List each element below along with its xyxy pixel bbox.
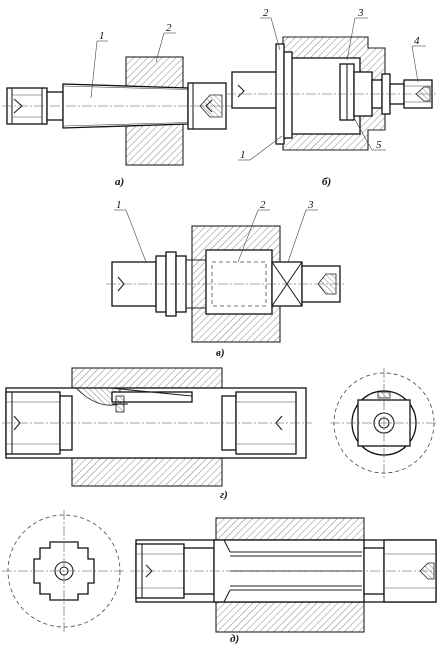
figure-d: д): [2, 510, 437, 645]
figure-g: г): [2, 367, 437, 501]
figure-b: 2 3 4 1 5 б): [226, 7, 436, 188]
leader-label-v3: 3: [307, 199, 314, 211]
leader-label-b3: 3: [357, 7, 364, 19]
figure-v: 1 2 3 в): [106, 199, 346, 359]
caption-d: д): [230, 633, 239, 645]
figure-a: 1 2 а): [2, 22, 232, 188]
housing-top: [72, 368, 222, 388]
caption-g: г): [220, 489, 228, 501]
leader-label-b4: 4: [414, 35, 420, 47]
leader-label-v1: 1: [116, 199, 122, 211]
leader-label-b5: 5: [376, 139, 382, 151]
caption-b: б): [322, 176, 331, 188]
leader-label-a1: 1: [99, 30, 105, 42]
caption-a: а): [115, 176, 124, 188]
housing-bottom: [72, 458, 222, 486]
leader-label-b1: 1: [240, 149, 246, 161]
caption-v: в): [216, 347, 225, 359]
leader-label-a2: 2: [166, 22, 172, 34]
leader-label-v2: 2: [260, 199, 266, 211]
leader-label-b2: 2: [263, 7, 269, 19]
